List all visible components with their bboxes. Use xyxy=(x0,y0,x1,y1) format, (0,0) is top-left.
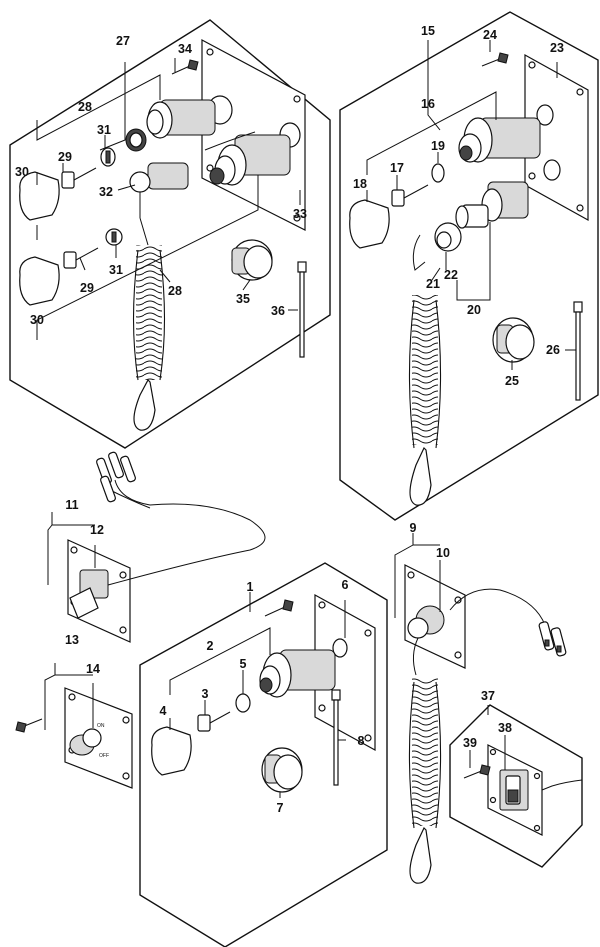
callout-11: 11 xyxy=(65,498,78,512)
key-29-lower xyxy=(63,247,99,269)
toggle-knob-14: ON OFF xyxy=(69,723,109,759)
key-17 xyxy=(391,184,429,207)
cover-cap-35 xyxy=(231,239,273,281)
screw-34 xyxy=(171,59,199,75)
screw-39 xyxy=(463,764,491,779)
kit-box-1 xyxy=(139,562,388,947)
nut-31-upper xyxy=(100,147,116,167)
ignition-switch-upper xyxy=(125,95,233,152)
callout-30: 30 xyxy=(15,165,29,179)
callout-28: 28 xyxy=(78,100,92,114)
kit-9 xyxy=(394,533,567,884)
callout-5: 5 xyxy=(240,657,247,671)
callout-8: 8 xyxy=(358,734,365,748)
kit-box-37 xyxy=(449,704,583,868)
callout-7: 7 xyxy=(277,801,284,815)
cover-cap-7 xyxy=(261,747,303,793)
callout-34: 34 xyxy=(178,42,192,56)
key-29-upper xyxy=(61,167,97,189)
panel-plate-23 xyxy=(524,53,589,222)
stop-switch-10 xyxy=(407,605,445,639)
callout-38: 38 xyxy=(498,721,512,735)
key-cap-30-lower xyxy=(19,256,60,306)
nut-19 xyxy=(431,163,445,183)
kit-box-15 xyxy=(339,11,599,521)
kit-13: ON OFF xyxy=(15,663,133,789)
cable-tie-26 xyxy=(573,301,583,401)
callout-36: 36 xyxy=(271,304,285,318)
cable-tie-36 xyxy=(297,261,307,358)
callout-25: 25 xyxy=(505,374,519,388)
callout-27: 27 xyxy=(116,34,130,48)
callout-33: 33 xyxy=(293,207,307,221)
callout-13: 13 xyxy=(65,633,79,647)
callout-16: 16 xyxy=(421,97,435,111)
ignition-switch-16 xyxy=(458,104,554,163)
callout-6: 6 xyxy=(342,578,349,592)
switch-on-label: ON xyxy=(97,723,105,729)
callout-19: 19 xyxy=(431,139,445,153)
callout-9: 9 xyxy=(410,521,417,535)
key-cap-30-upper xyxy=(19,171,60,221)
switch-off-label: OFF xyxy=(99,753,109,759)
lanyard-9 xyxy=(408,637,442,884)
callout-35: 35 xyxy=(236,292,250,306)
callout-23: 23 xyxy=(550,41,564,55)
screw-13 xyxy=(15,718,43,733)
callout-10: 10 xyxy=(436,546,450,560)
switch-panel-38 xyxy=(487,744,583,836)
stop-switch-20 xyxy=(455,159,561,229)
connector-11 xyxy=(96,451,136,503)
callout-37: 37 xyxy=(481,689,495,703)
ignition-switch-2 xyxy=(259,638,348,698)
callout-12: 12 xyxy=(90,523,104,537)
key-cap-18 xyxy=(349,199,390,249)
screw-1 xyxy=(264,599,294,617)
callout-30-lower: 30 xyxy=(30,313,44,327)
connector-9 xyxy=(538,621,567,657)
nut-31-lower xyxy=(105,228,123,246)
callout-1: 1 xyxy=(247,580,254,594)
callout-26: 26 xyxy=(546,343,560,357)
callout-32: 32 xyxy=(99,185,113,199)
stop-switch-32 xyxy=(129,162,189,218)
callout-21: 21 xyxy=(426,277,440,291)
kit-11 xyxy=(47,451,266,643)
screw-24 xyxy=(481,52,509,67)
nut-5 xyxy=(235,693,251,713)
callout-2: 2 xyxy=(207,639,214,653)
key-cap-4 xyxy=(151,726,192,776)
ignition-switch-lower xyxy=(209,122,301,186)
lanyard-15 xyxy=(408,234,442,506)
callout-20: 20 xyxy=(467,303,481,317)
callout-24: 24 xyxy=(483,28,497,42)
lanyard-27 xyxy=(132,217,166,431)
callout-28-lower: 28 xyxy=(168,284,182,298)
callout-31: 31 xyxy=(97,123,111,137)
kit-box-27 xyxy=(9,19,331,449)
nut-22 xyxy=(434,222,462,252)
callout-4: 4 xyxy=(160,704,167,718)
rocker-switch-12 xyxy=(69,569,109,619)
panel-plate-6 xyxy=(314,593,376,752)
key-3 xyxy=(197,711,231,732)
callout-39: 39 xyxy=(463,736,477,750)
callout-3: 3 xyxy=(202,687,209,701)
cable-tie-8 xyxy=(331,689,341,786)
callout-31-lower: 31 xyxy=(109,263,123,277)
callout-29: 29 xyxy=(58,150,72,164)
callout-15: 15 xyxy=(421,24,435,38)
callout-labels: 1 2 3 4 5 6 7 8 9 10 11 12 13 14 15 16 1… xyxy=(15,24,564,815)
callout-22: 22 xyxy=(444,268,458,282)
callout-29-lower: 29 xyxy=(80,281,94,295)
cover-cap-25 xyxy=(492,317,535,363)
callout-17: 17 xyxy=(390,161,404,175)
callout-18: 18 xyxy=(353,177,367,191)
callout-14: 14 xyxy=(86,662,100,676)
